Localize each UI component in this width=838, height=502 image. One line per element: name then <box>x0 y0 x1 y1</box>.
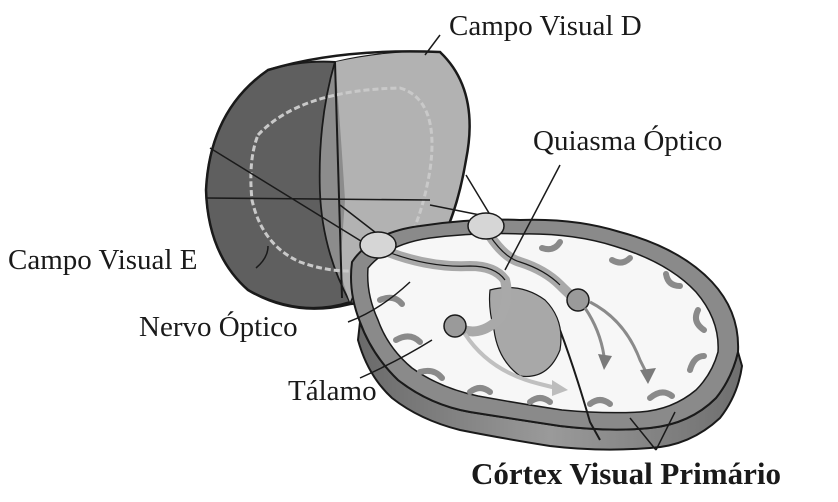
label-campo-visual-d: Campo Visual D <box>449 12 642 41</box>
label-campo-visual-e: Campo Visual E <box>8 246 197 275</box>
label-nervo-optico: Nervo Óptico <box>139 313 298 342</box>
label-talamo: Tálamo <box>288 377 377 406</box>
eye-right <box>468 213 504 239</box>
brain-slice <box>351 213 742 450</box>
label-quiasma-optico: Quiasma Óptico <box>533 127 722 156</box>
lgn-left <box>444 315 466 337</box>
projection-line-1 <box>466 175 492 218</box>
label-cortex-visual-primario: Córtex Visual Primário <box>471 458 781 489</box>
eye-left <box>360 232 396 258</box>
